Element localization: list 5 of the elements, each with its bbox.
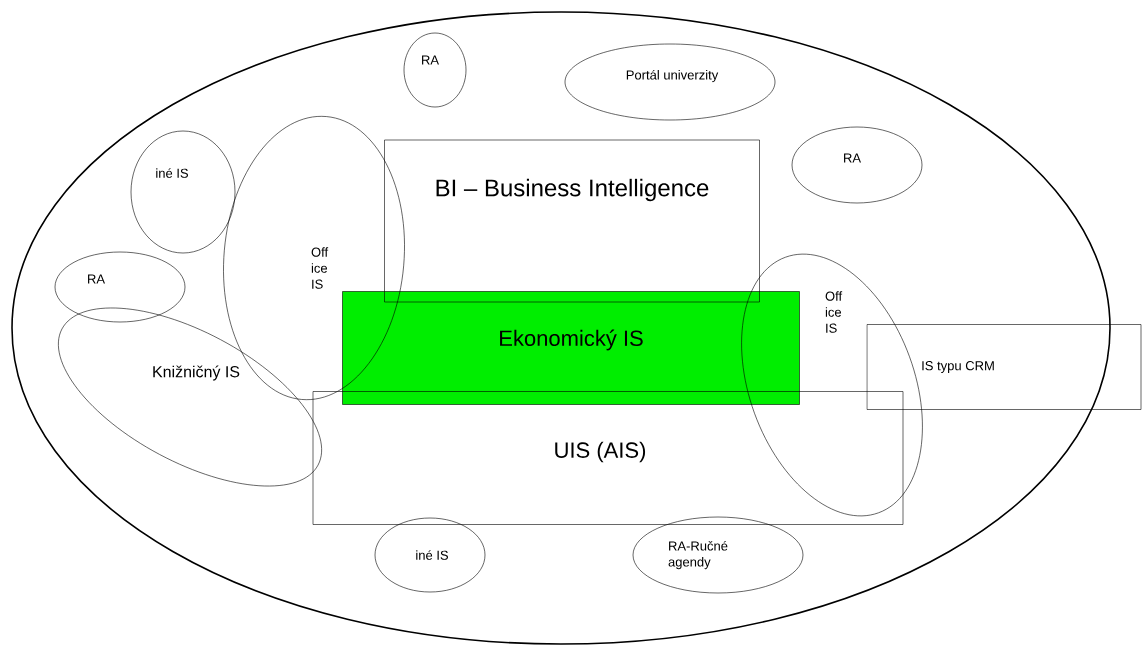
outer-ellipse bbox=[11, 11, 1111, 645]
process-box: Ekonomický IS bbox=[342, 291, 800, 405]
process-box: UIS (AIS) bbox=[312, 391, 904, 525]
process-box: IS typu CRM bbox=[866, 324, 1142, 410]
process-box: BI – Business Intelligence bbox=[384, 139, 760, 303]
